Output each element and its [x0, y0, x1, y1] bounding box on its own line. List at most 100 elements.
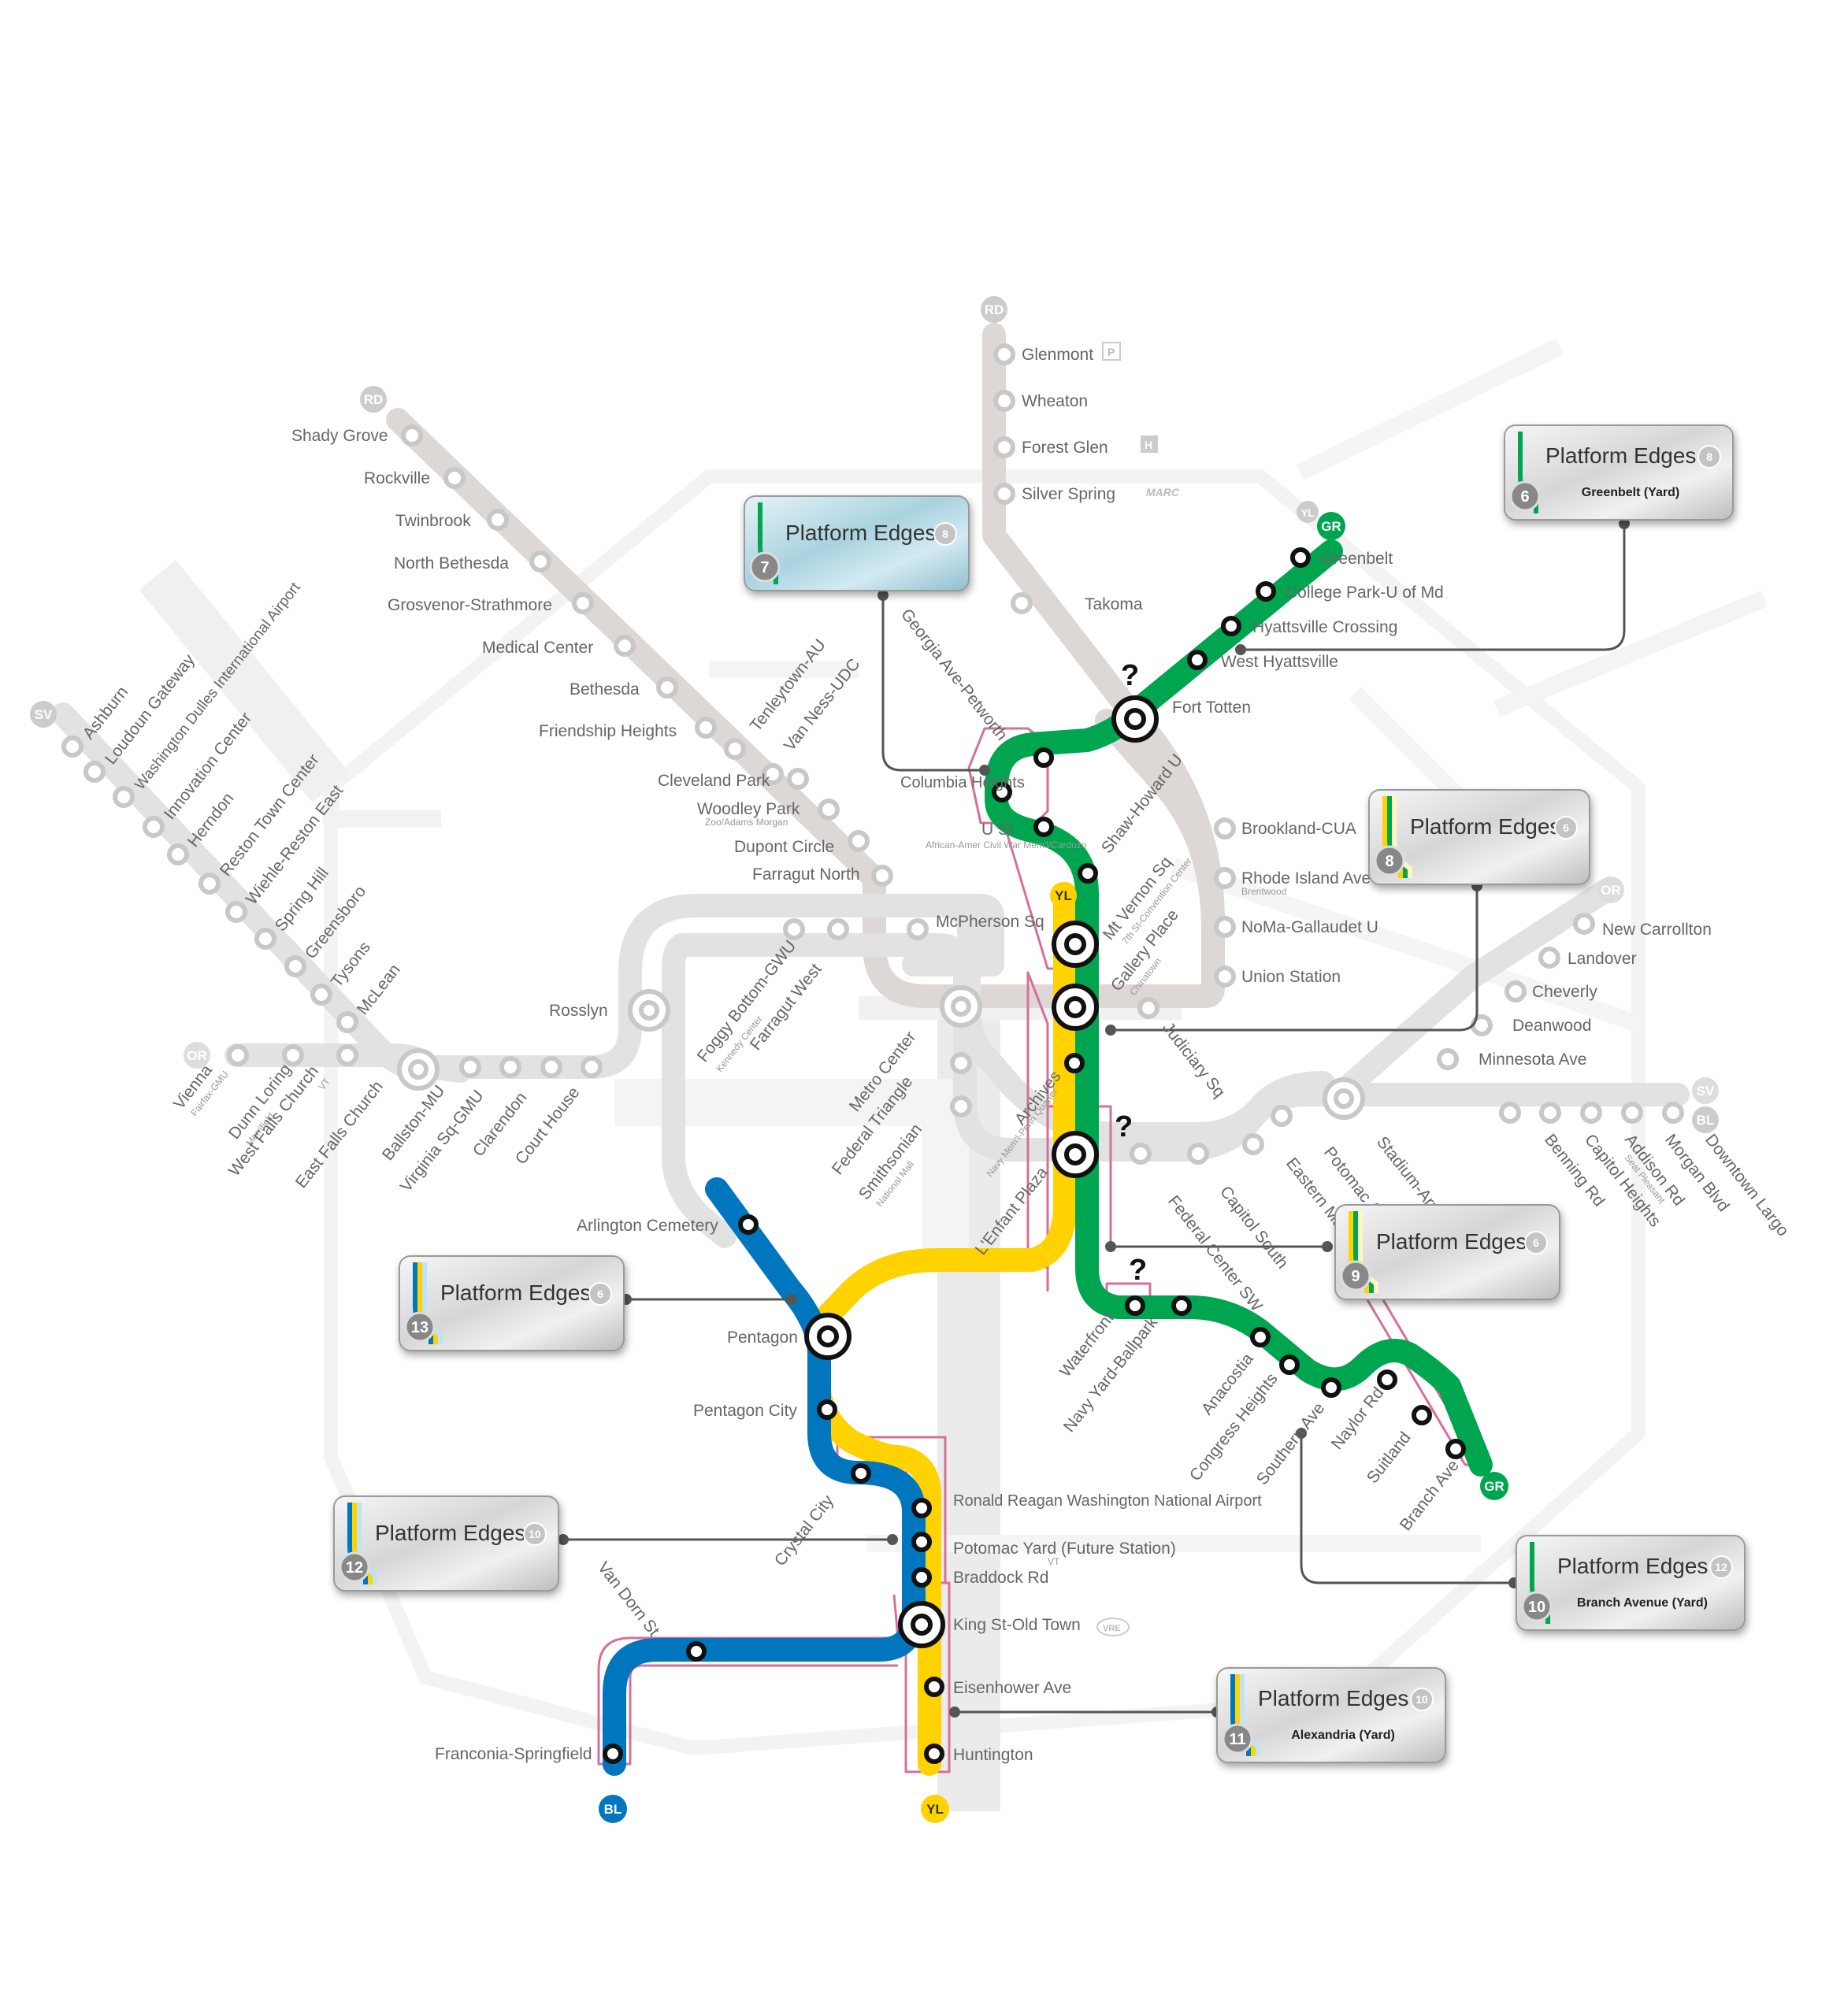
station-navy-yard: Navy Yard-Ballpark — [1060, 1314, 1162, 1436]
card-number-disc — [1340, 1260, 1371, 1292]
station-glenmont: Glenmont — [1022, 346, 1093, 364]
card-number: 10 — [1528, 1599, 1545, 1616]
card-title: Platform Edges — [1557, 1554, 1708, 1578]
card-number: 8 — [1385, 853, 1393, 870]
station-eisenhower-ave: Eisenhower Ave — [953, 1679, 1071, 1697]
station-king-st: King St-Old Town — [953, 1616, 1081, 1634]
station-mcpherson-sq: McPherson Sq — [936, 913, 1044, 931]
station-farragut-north: Farragut North — [752, 865, 860, 884]
hospital-label: H — [1145, 439, 1152, 451]
terminal-yl-mid: YL — [1050, 882, 1077, 909]
terminal-gr-south-label: GR — [1484, 1479, 1505, 1494]
terminal-yl-north-label: YL — [1301, 507, 1315, 519]
card-title: Platform Edges — [375, 1521, 525, 1545]
station-rosslyn: Rosslyn — [549, 1002, 608, 1020]
card-body — [1368, 789, 1590, 885]
station-north-bethesda: North Bethesda — [394, 554, 509, 573]
active-stations — [603, 547, 1466, 1764]
terminal-sv-label: SV — [35, 707, 53, 722]
station-minnesota: Minnesota Ave — [1479, 1051, 1586, 1069]
station-dupont-circle: Dupont Circle — [734, 838, 834, 856]
card-title: Platform Edges — [440, 1280, 591, 1305]
station-fort-totten: Fort Totten — [1172, 699, 1251, 717]
terminal-or-west-label: OR — [187, 1048, 207, 1063]
station-rhode-island: Rhode Island Ave — [1241, 869, 1371, 888]
terminal-gr-south: GR — [1480, 1472, 1508, 1500]
terminal-yl-north: YL — [1297, 501, 1319, 523]
card-body — [1334, 1204, 1560, 1300]
card-number: 6 — [1520, 488, 1529, 506]
station-innovation-center: Innovation Center — [161, 709, 255, 823]
station-rockville: Rockville — [364, 469, 430, 487]
terminal-yl-mid-label: YL — [1055, 888, 1072, 903]
terminal-yl-south-label: YL — [926, 1802, 944, 1817]
card-number-disc — [1521, 1591, 1553, 1622]
station-hyattsville: Hyattsville Crossing — [1252, 618, 1397, 636]
terminal-rd-top-label: RD — [985, 302, 1004, 317]
card-badge-disc — [523, 1522, 547, 1546]
station-noma: NoMa-Gallaudet U — [1241, 918, 1378, 936]
card-number-disc — [1509, 480, 1541, 512]
terminal-bl-east-label: BL — [1697, 1113, 1715, 1128]
card-badge-disc — [1554, 816, 1578, 839]
card-number-disc — [749, 551, 781, 583]
card-leader-lines — [563, 524, 1626, 1714]
card-number: 12 — [346, 1559, 363, 1577]
station-takoma: Takoma — [1085, 595, 1143, 613]
vre-icon: VRE — [1096, 1618, 1130, 1636]
terminal-gr-north: GR — [1317, 512, 1345, 540]
station-west-hyattsville: West Hyattsville — [1221, 653, 1338, 671]
national-mall-icon: National Mall — [785, 1056, 838, 1065]
question-mark-fort-totten: ? — [1121, 659, 1139, 692]
card-title: Platform Edges — [1376, 1229, 1527, 1254]
terminal-gr-north-label: GR — [1321, 519, 1341, 534]
vre-label: VRE — [1103, 1624, 1121, 1633]
station-pentagon: Pentagon — [727, 1329, 798, 1347]
card-number-disc — [1374, 845, 1405, 876]
station-brookland: Brookland-CUA — [1241, 820, 1356, 838]
card-body — [1504, 424, 1734, 521]
station-college-park: College Park-U of Md — [1286, 584, 1444, 602]
card-number-disc — [1222, 1723, 1253, 1755]
station-suitland: Suitland — [1364, 1429, 1415, 1487]
card-number: 13 — [411, 1319, 429, 1336]
inactive-stations — [61, 343, 1684, 1165]
station-medical-center: Medical Center — [482, 639, 593, 657]
terminal-sv-east-label: SV — [1697, 1084, 1715, 1099]
station-reagan-airport: Ronald Reagan Washington National Airpor… — [953, 1492, 1262, 1510]
station-wheaton: Wheaton — [1022, 392, 1088, 410]
hospital-icon: H — [1141, 435, 1158, 453]
yellow-line — [807, 882, 1077, 1776]
card-subtitle: Branch Avenue (Yard) — [1577, 1596, 1708, 1610]
station-potomac-yard: Potomac Yard (Future Station) — [953, 1540, 1176, 1558]
station-huntington: Huntington — [953, 1746, 1033, 1764]
station-u-st: U St — [981, 821, 1014, 839]
station-silver-spring: Silver Spring — [1022, 485, 1115, 503]
parking-icon: P — [1102, 342, 1121, 361]
card-badge: 8 — [1706, 450, 1712, 463]
parking-label: P — [1108, 346, 1115, 358]
terminal-or-east: OR — [1597, 876, 1624, 903]
card-body — [1516, 1535, 1746, 1631]
marc-icon: MARC — [1146, 486, 1180, 498]
terminal-rd-west-label: RD — [364, 392, 384, 407]
station-greenbelt: Greenbelt — [1320, 550, 1393, 568]
station-rhode-island-sub: Brentwood — [1241, 886, 1286, 897]
national-mall-label: National Mall — [785, 1056, 838, 1065]
card-body — [399, 1255, 625, 1351]
station-branch-ave: Branch Ave — [1397, 1457, 1463, 1535]
card-body — [744, 495, 970, 591]
legend-marks: P H MARC VRE National Mall — [785, 342, 1180, 1636]
station-franconia: Franconia-Springfield — [435, 1745, 592, 1763]
card-badge: 6 — [1533, 1236, 1539, 1249]
card-number: 7 — [760, 559, 769, 576]
station-southern-ave: Southern Ave — [1253, 1399, 1329, 1488]
station-union-station: Union Station — [1241, 968, 1341, 986]
station-pentagon-city: Pentagon City — [693, 1402, 797, 1420]
terminal-rd-west: RD — [360, 386, 387, 413]
station-arlington-cemetery: Arlington Cemetery — [577, 1217, 718, 1235]
